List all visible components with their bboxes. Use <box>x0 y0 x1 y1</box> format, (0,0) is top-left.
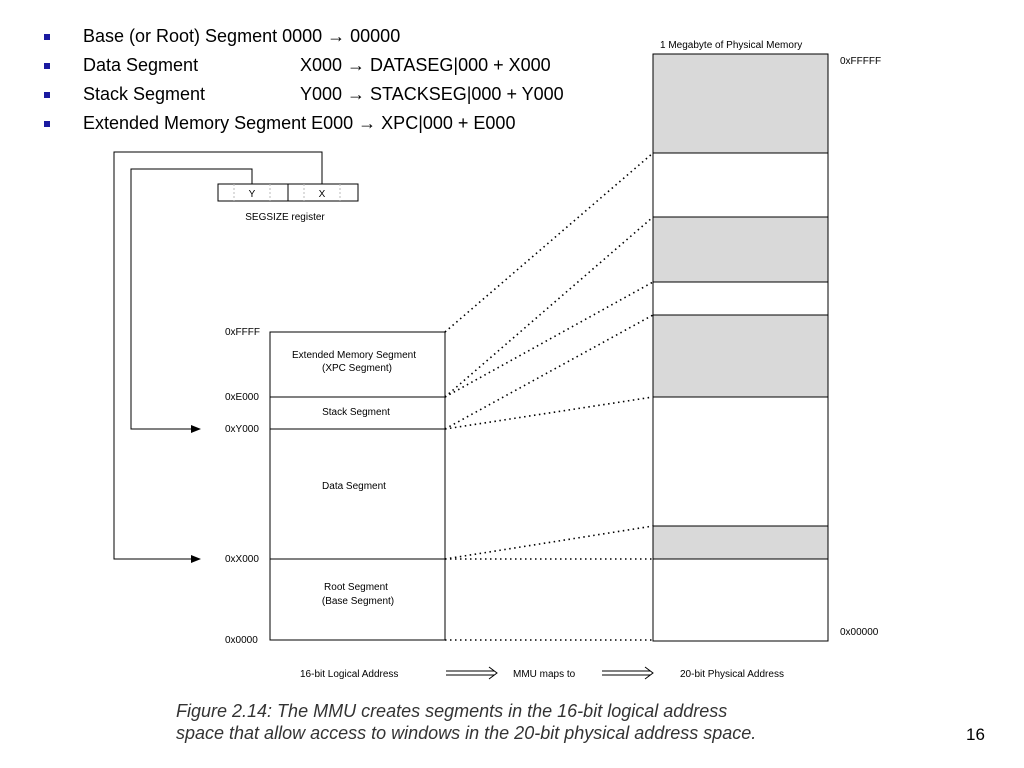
xpc-segment-label: (XPC Segment) <box>322 363 392 374</box>
mapping-line <box>444 152 654 333</box>
bullet-mapping: Y000 → STACKSEG|000 + Y000 <box>300 84 564 104</box>
bullet-mapping: 0000 → 00000 <box>282 26 401 46</box>
caption-line-1: Figure 2.14: The MMU creates segments in… <box>176 701 728 721</box>
mapping-line <box>444 525 654 560</box>
footer-logical-label: 16-bit Logical Address <box>300 669 398 680</box>
physical-bottom-address: 0x00000 <box>840 627 879 638</box>
bullet-square-icon <box>44 34 50 40</box>
bullet-square-icon <box>44 121 50 127</box>
physical-window-data <box>652 525 829 560</box>
caption-line-2: space that allow access to windows in th… <box>176 723 757 743</box>
mapping-line <box>444 314 654 430</box>
y-field-arrow <box>130 168 253 433</box>
root-segment-label: Root Segment <box>324 582 388 593</box>
bullet-mapping: E000 → XPC|000 + E000 <box>311 113 516 133</box>
footer-physical-label: 20-bit Physical Address <box>680 669 784 680</box>
bullet-square-icon <box>44 92 50 98</box>
address-e000: 0xE000 <box>225 392 259 403</box>
bullet-square-icon <box>44 63 50 69</box>
address-x000: 0xX000 <box>225 554 259 565</box>
footer-mmu-label: MMU maps to <box>513 669 576 680</box>
address-y000: 0xY000 <box>225 424 259 435</box>
logical-address-space: Extended Memory Segment (XPC Segment) St… <box>225 327 446 646</box>
figure-caption: Figure 2.14: The MMU creates segments in… <box>176 700 756 744</box>
physical-window-extended-alt <box>652 216 829 283</box>
x-field-arrow <box>113 151 323 563</box>
register-y-cell: Y <box>249 189 256 200</box>
logical-space-box <box>269 331 446 641</box>
bullet-label: Base (or Root) Segment <box>83 26 278 46</box>
stack-segment-label: Stack Segment <box>322 407 390 418</box>
segsize-register: Y X SEGSIZE register <box>217 183 359 223</box>
mapping-lines <box>444 152 654 641</box>
register-caption: SEGSIZE register <box>245 212 325 223</box>
double-arrow-icon <box>602 666 654 680</box>
diagram-footer: 16-bit Logical Address MMU maps to 20-bi… <box>300 666 784 680</box>
bullet-mapping: X000 → DATASEG|000 + X000 <box>300 55 551 75</box>
mapping-line <box>444 281 654 398</box>
physical-memory-title: 1 Megabyte of Physical Memory <box>660 40 802 51</box>
physical-memory: 1 Megabyte of Physical Memory 0xFFFFF 0x… <box>652 40 881 642</box>
base-segment-label: (Base Segment) <box>322 596 394 607</box>
mapping-line <box>444 396 654 430</box>
register-x-cell: X <box>319 189 326 200</box>
bullet-label: Data Segment <box>83 55 199 75</box>
double-arrow-icon <box>446 666 498 680</box>
address-ffff: 0xFFFF <box>225 327 260 338</box>
bullet-label: Stack Segment <box>83 84 206 104</box>
extended-segment-label: Extended Memory Segment <box>292 350 416 361</box>
address-0000: 0x0000 <box>225 635 258 646</box>
physical-window-extended <box>652 53 829 154</box>
data-segment-label: Data Segment <box>322 481 386 492</box>
bullet-label: Extended Memory Segment <box>83 113 307 133</box>
physical-top-address: 0xFFFFF <box>840 56 881 67</box>
physical-window-stack <box>652 314 829 398</box>
mapping-line <box>444 216 654 398</box>
page-number: 16 <box>966 725 985 744</box>
